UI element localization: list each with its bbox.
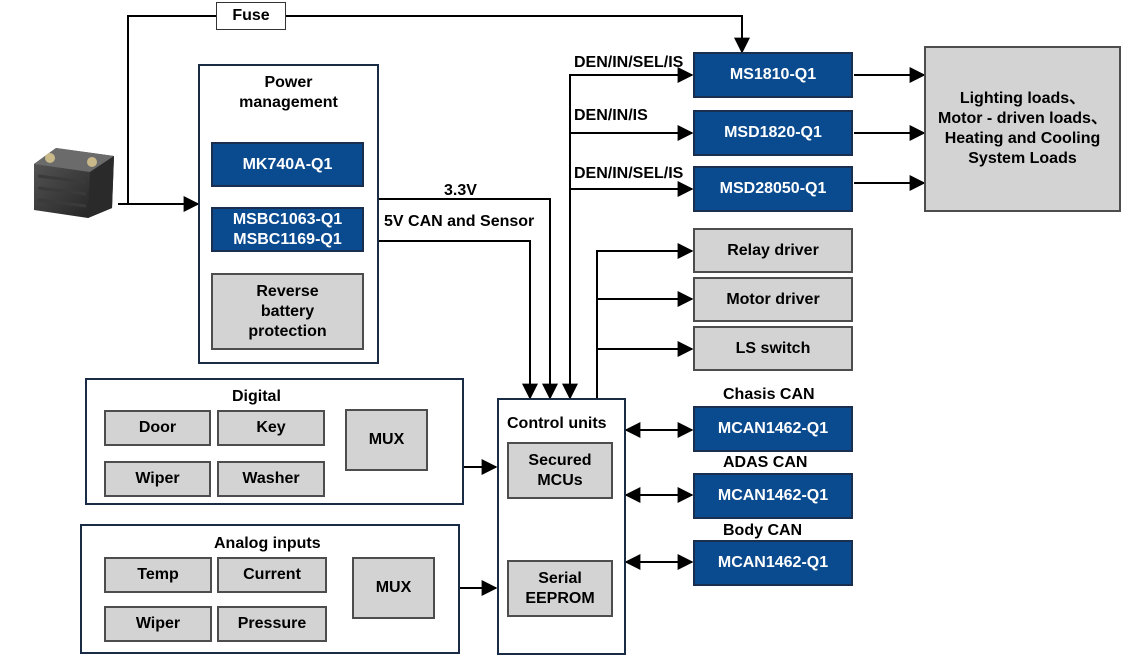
analog-input-temp: Temp (104, 557, 212, 593)
secured-mcus-block: Secured MCUs (507, 442, 613, 499)
rail-3v3-label: 3.3V (444, 182, 477, 199)
digital-title: Digital (232, 388, 281, 405)
analog-input-current: Current (217, 557, 327, 593)
ctrl-to-ms1810-wire (562, 67, 694, 400)
digital-input-door: Door (104, 410, 211, 446)
control-units-title: Control units (507, 415, 607, 432)
analog-input-pressure: Pressure (217, 606, 327, 642)
signal-label-2: DEN/IN/IS (574, 107, 648, 124)
analog-block (80, 524, 460, 654)
digital-mux: MUX (345, 409, 428, 471)
msbc-chip: MSBC1063-Q1 MSBC1169-Q1 (211, 207, 364, 252)
ms1810-chip: MS1810-Q1 (693, 52, 853, 98)
body-can-label: Body CAN (723, 522, 803, 539)
digital-input-key: Key (217, 410, 325, 446)
signal-label-1: DEN/IN/SEL/IS (574, 54, 684, 71)
loads-block: Lighting loads、 Motor - driven loads、 He… (924, 46, 1121, 212)
body-can-chip: MCAN1462-Q1 (693, 540, 853, 586)
chasis-can-chip: MCAN1462-Q1 (693, 406, 853, 452)
fuse-to-ms1810-wire (286, 15, 750, 54)
ctrl-to-relay-wire (596, 243, 694, 398)
rail-3v3-wire (378, 198, 558, 400)
relay-driver-block: Relay driver (693, 228, 853, 273)
analog-input-wiper: Wiper (104, 606, 212, 642)
digital-input-wiper: Wiper (104, 461, 211, 497)
power-management-title: Power management (239, 74, 338, 111)
fuse-box: Fuse (216, 2, 286, 30)
reverse-battery-protection: Reverse battery protection (211, 273, 364, 350)
rail-5v-wire (378, 240, 538, 400)
motor-driver-block: Motor driver (693, 277, 853, 322)
analog-title: Analog inputs (214, 535, 321, 552)
digital-input-washer: Washer (217, 461, 325, 497)
fuse-label: Fuse (232, 7, 270, 24)
signal-label-3: DEN/IN/SEL/IS (574, 165, 684, 182)
msd1820-chip: MSD1820-Q1 (693, 110, 853, 156)
adas-can-chip: MCAN1462-Q1 (693, 473, 853, 519)
rail-5v-label: 5V CAN and Sensor (384, 213, 535, 230)
chasis-can-label: Chasis CAN (723, 386, 815, 403)
battery-icon (34, 148, 114, 218)
analog-mux: MUX (352, 557, 435, 619)
msd28050-chip: MSD28050-Q1 (693, 166, 853, 212)
adas-can-label: ADAS CAN (723, 454, 808, 471)
serial-eeprom-block: Serial EEPROM (507, 560, 613, 617)
ls-switch-block: LS switch (693, 326, 853, 371)
digital-block (85, 378, 464, 505)
mk740a-chip: MK740A-Q1 (211, 142, 364, 187)
